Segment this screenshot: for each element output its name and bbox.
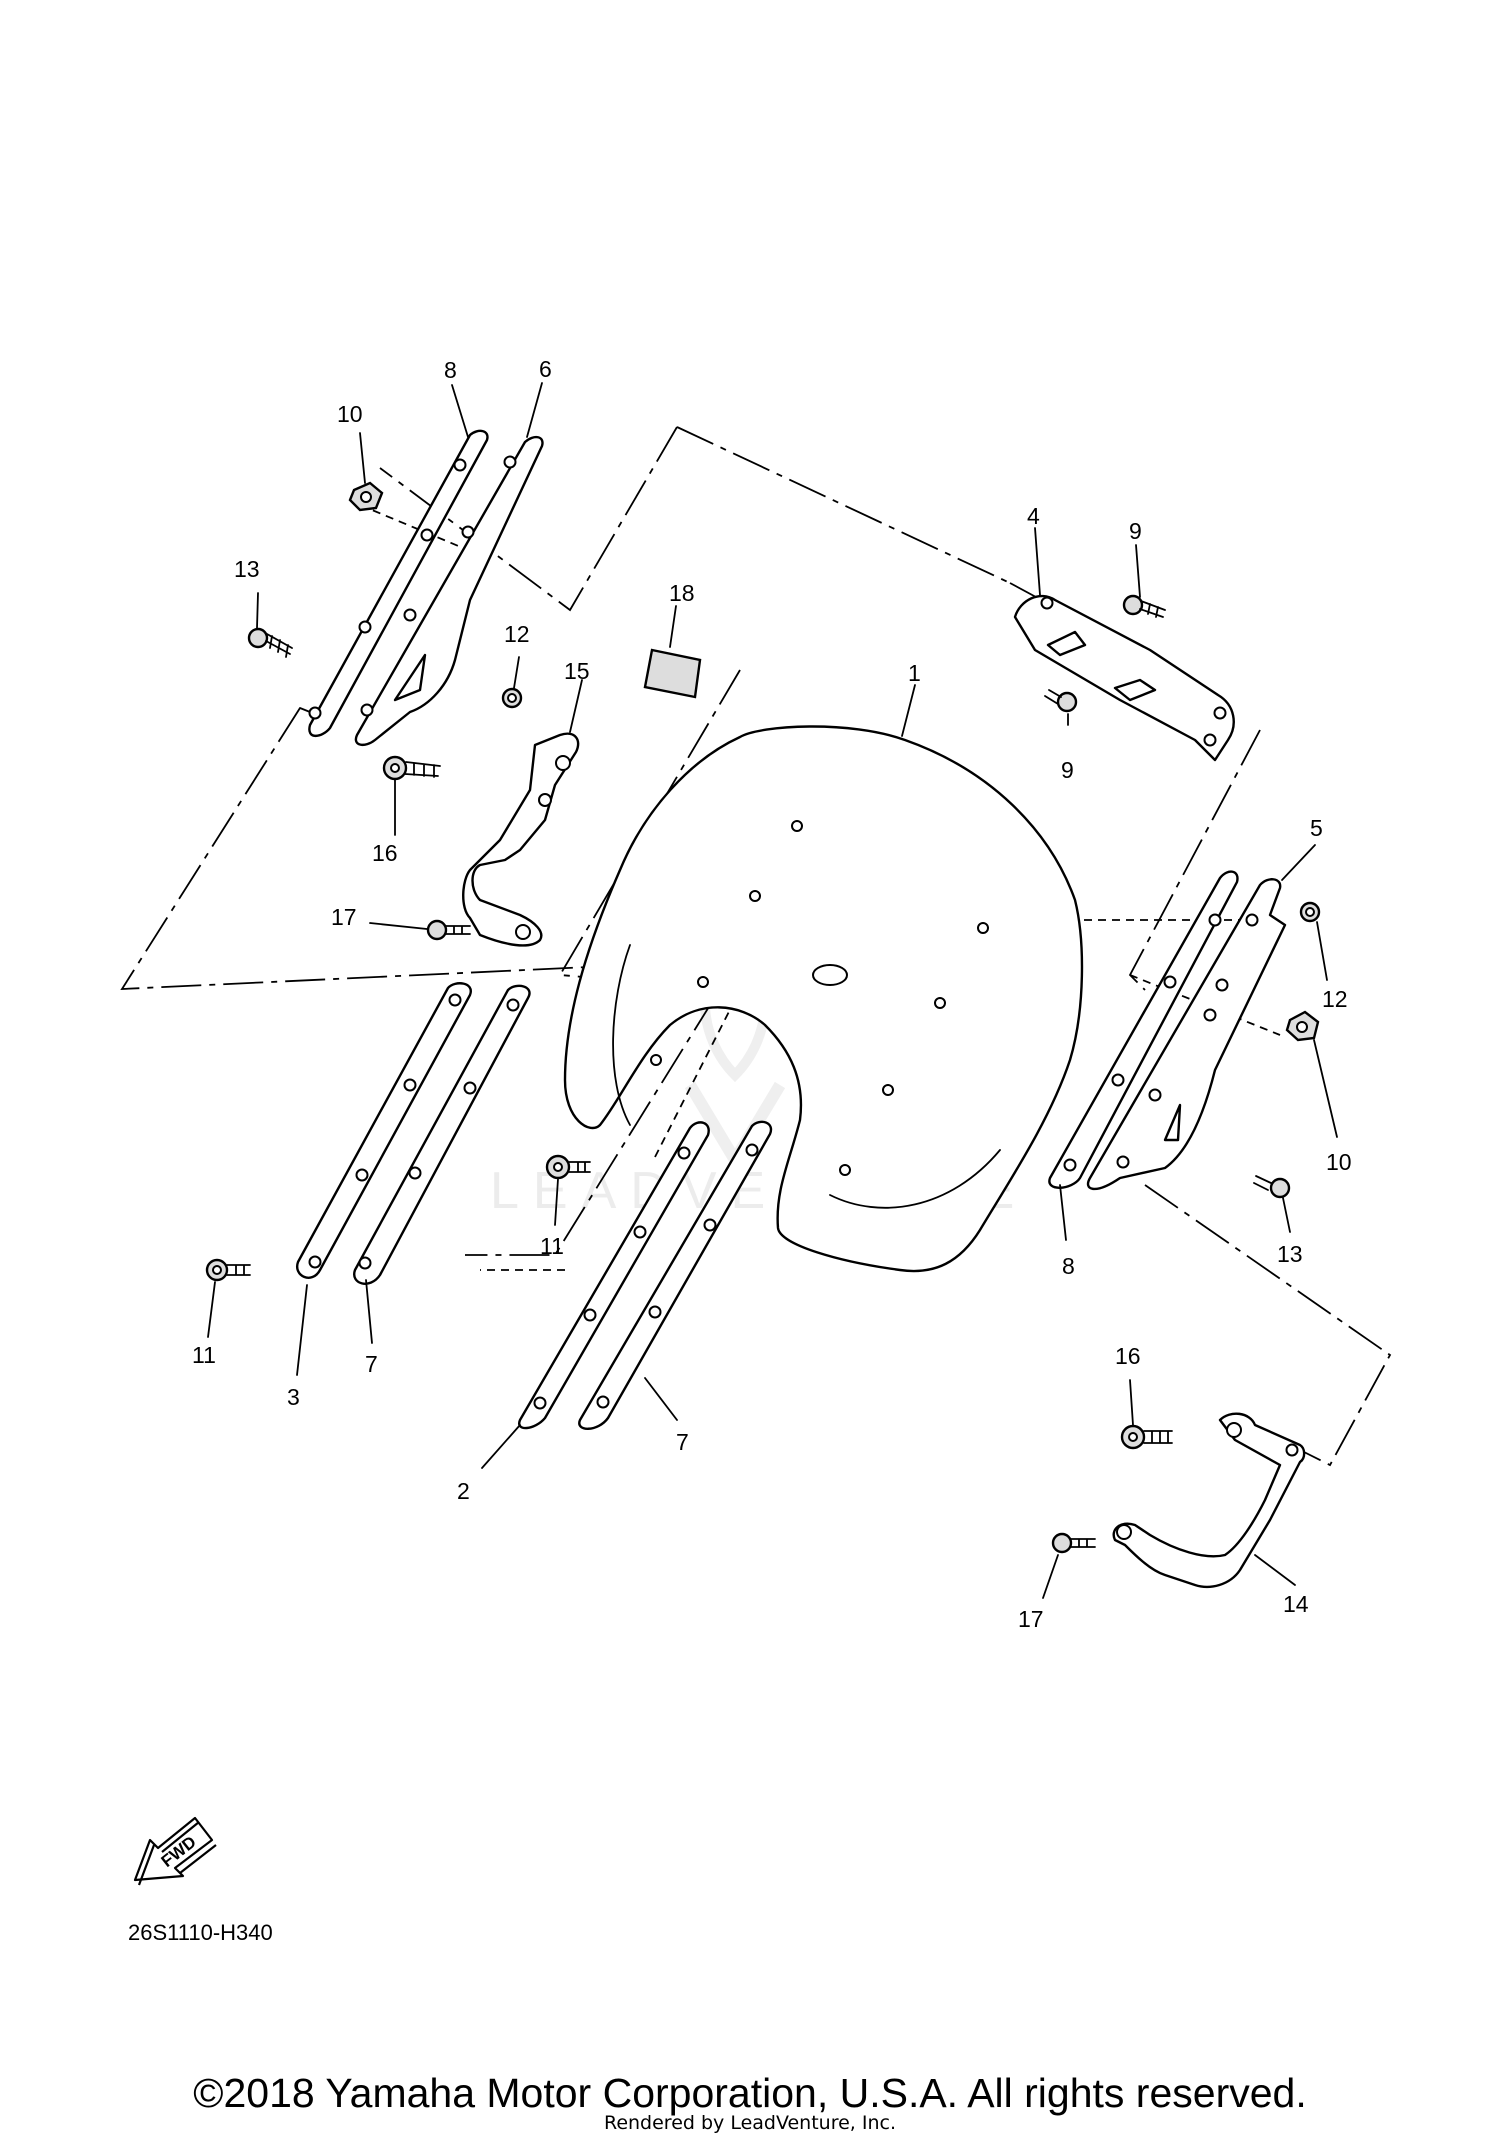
callout-3: 3 (287, 1384, 300, 1410)
copyright-text: ©2018 Yamaha Motor Corporation, U.S.A. A… (193, 2070, 1307, 2116)
bracket-part-4 (1013, 594, 1235, 762)
callout-11-left: 11 (192, 1342, 216, 1368)
fastener-17-right (1051, 1532, 1096, 1554)
fastener-10-right (1285, 1010, 1320, 1042)
leader-lines (207, 382, 1338, 1599)
windshield-part-1 (563, 725, 1084, 1273)
block-part-18 (643, 648, 702, 699)
fastener-10-left (348, 481, 384, 512)
fastener-16-right (1120, 1424, 1173, 1450)
fastener-9-lower (1044, 689, 1078, 713)
callout-14: 14 (1283, 1591, 1309, 1617)
fastener-12-left (501, 687, 523, 709)
callout-17-lower: 17 (1018, 1606, 1044, 1632)
callout-9-lower: 9 (1061, 757, 1074, 783)
callout-1: 1 (908, 660, 921, 686)
stay-part-8-left (308, 429, 489, 738)
callout-labels: 8 6 10 13 12 15 18 1 4 9 9 5 12 10 13 8 … (192, 356, 1352, 1632)
stay-part-8-right (1048, 870, 1239, 1189)
callout-17-upper: 17 (331, 904, 357, 930)
callout-4: 4 (1027, 503, 1040, 529)
callout-15: 15 (564, 658, 590, 684)
callout-10-right: 10 (1326, 1149, 1352, 1175)
fwd-arrow-icon: FWD (133, 1816, 217, 1886)
stay-part-2 (518, 1121, 710, 1430)
fastener-17-left (426, 919, 471, 941)
callout-6: 6 (539, 356, 552, 382)
callout-12-upper: 12 (504, 621, 530, 647)
callout-11-middle: 11 (540, 1233, 564, 1259)
stay-part-7-middle (578, 1120, 773, 1430)
callout-16-lower: 16 (1115, 1343, 1141, 1369)
fastener-9-upper (1122, 594, 1166, 618)
callout-18: 18 (669, 580, 695, 606)
stay-part-7-left (353, 984, 531, 1285)
stay-part-5 (1087, 878, 1287, 1191)
callout-12-right: 12 (1322, 986, 1348, 1012)
rendered-by-text: Rendered by LeadVenture, Inc. (603, 2112, 897, 2134)
diagram-code: 26S1110-H340 (128, 1920, 273, 1945)
fastener-13-right (1253, 1175, 1291, 1199)
callout-13-upper: 13 (234, 556, 260, 582)
stay-part-3 (295, 982, 472, 1279)
fastener-11-middle (545, 1154, 591, 1180)
callout-8-upper: 8 (444, 357, 457, 383)
bracket-part-15 (462, 732, 580, 947)
stay-part-6 (354, 435, 544, 747)
callout-7-left: 7 (365, 1351, 378, 1377)
callout-13-right: 13 (1277, 1241, 1303, 1267)
callout-7-middle: 7 (676, 1429, 689, 1455)
callout-10-upper: 10 (337, 401, 363, 427)
fastener-13-left (247, 627, 293, 658)
fastener-12-right (1299, 901, 1321, 923)
callout-16-upper: 16 (372, 840, 398, 866)
callout-5: 5 (1310, 815, 1323, 841)
bracket-part-14 (1112, 1412, 1306, 1589)
fastener-11-left (205, 1258, 251, 1282)
fastener-16-left (382, 755, 441, 781)
callout-9-upper: 9 (1129, 518, 1142, 544)
callout-2: 2 (457, 1478, 470, 1504)
callout-8-lower: 8 (1062, 1253, 1075, 1279)
